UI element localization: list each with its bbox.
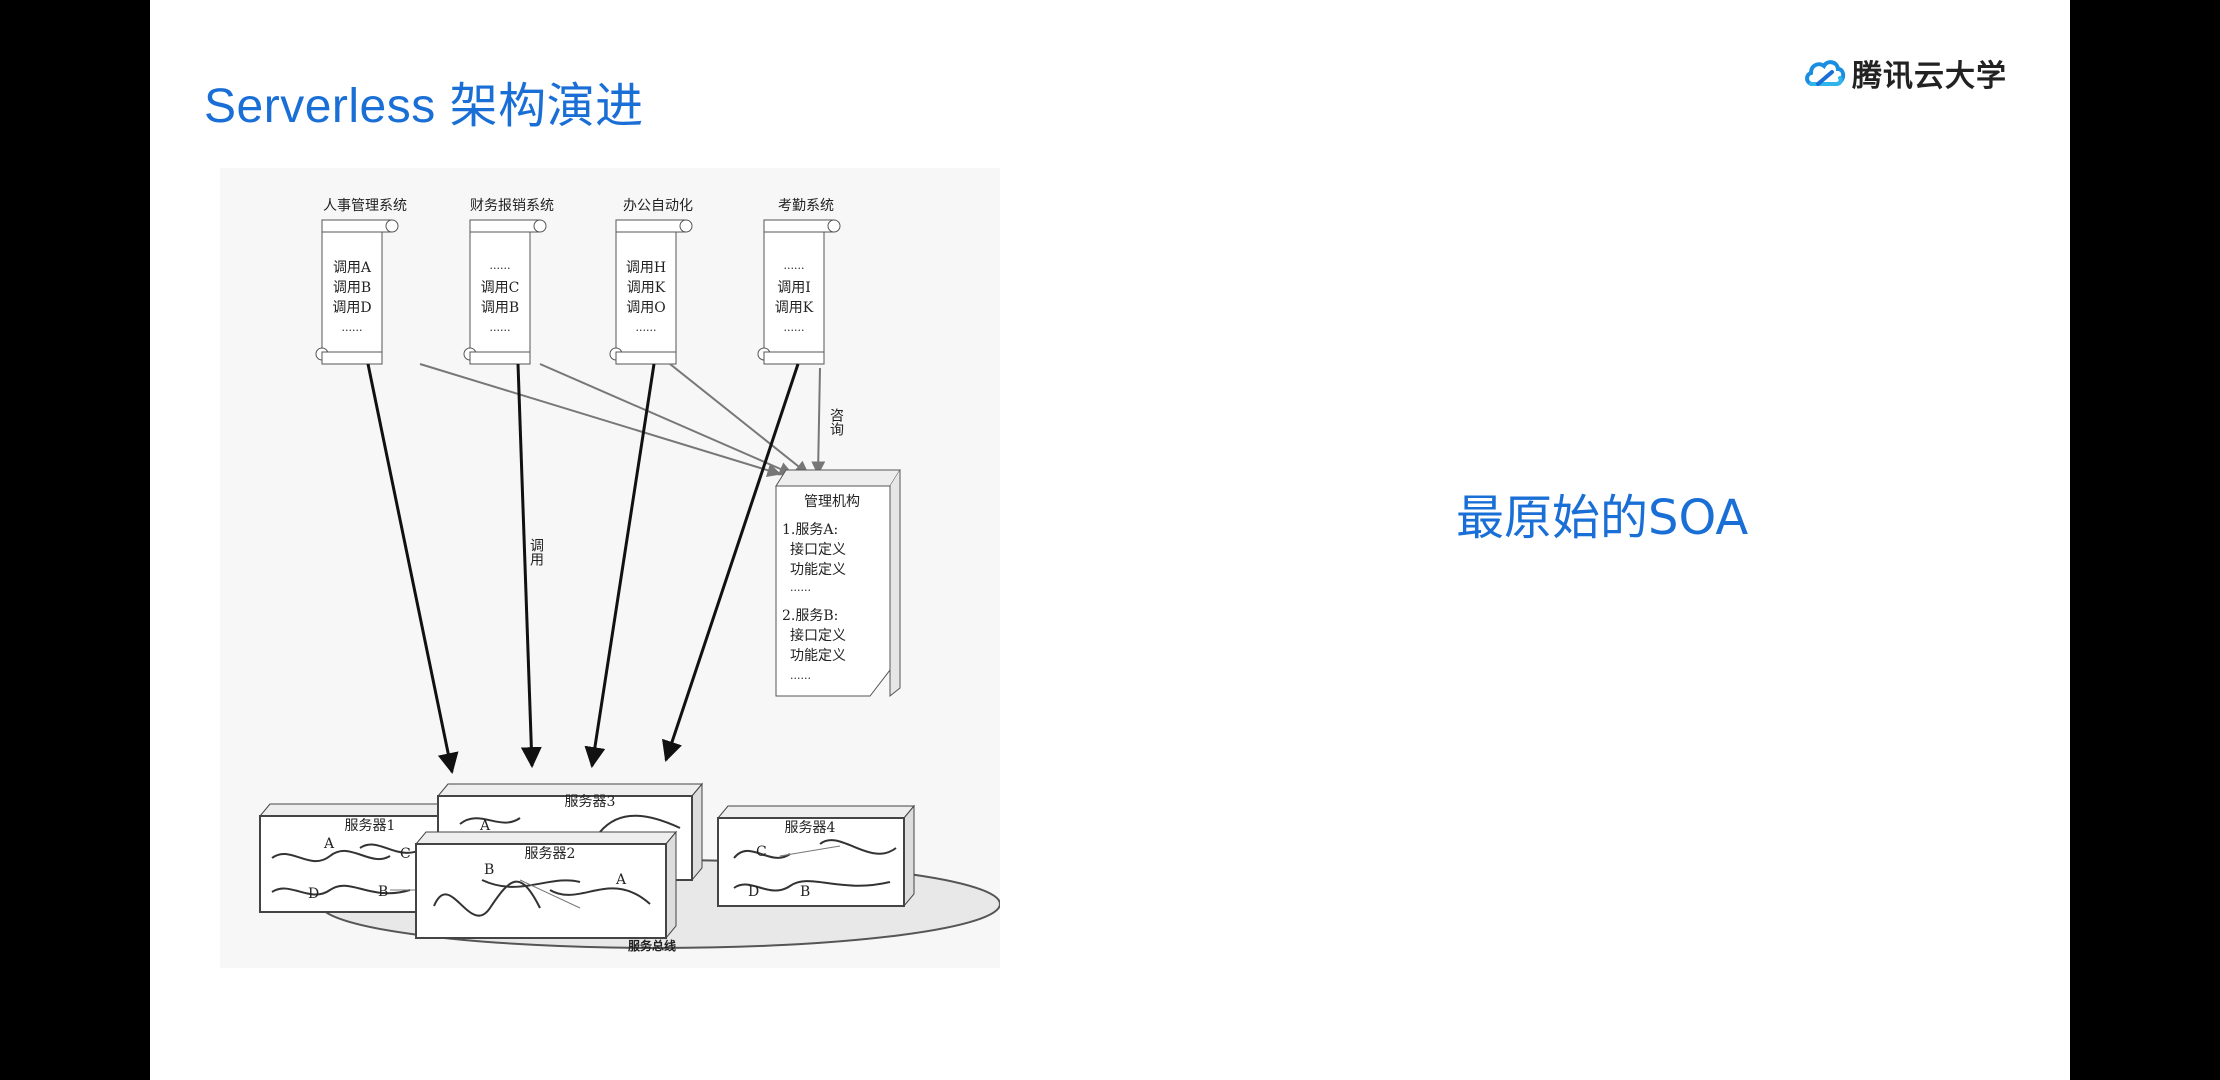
system-scroll-attendance <box>757 219 841 365</box>
query-arrows <box>419 363 826 478</box>
server-name: 服务器1 <box>345 818 396 834</box>
system-line: ······ <box>342 324 363 337</box>
registry-line: 1.服务A: <box>782 522 838 538</box>
registry-line: ······ <box>790 672 811 685</box>
server-name: 服务器2 <box>525 846 576 862</box>
slide-title: Serverless 架构演进 <box>204 80 644 133</box>
slide: Serverless 架构演进 腾讯云大学 人事管理系统 财务报销系统 办公自动… <box>150 0 2070 1080</box>
system-line: 调用B <box>333 280 371 296</box>
logo-text: 腾讯云大学 <box>1852 59 2007 94</box>
service-mark: C <box>400 846 411 862</box>
system-line: 调用H <box>626 260 666 276</box>
registry-line: 接口定义 <box>790 541 846 558</box>
server-name: 服务器3 <box>565 794 616 810</box>
system-line: 调用K <box>627 280 666 296</box>
service-bus-label: 服务总线 <box>628 938 676 953</box>
server-4 <box>716 804 916 908</box>
system-label-finance: 财务报销系统 <box>470 198 554 214</box>
registry-title: 管理机构 <box>804 494 860 510</box>
query-label: 咨询 <box>828 408 844 437</box>
system-scroll-oa <box>609 219 693 365</box>
system-label-attendance: 考勤系统 <box>778 198 834 214</box>
system-line: ······ <box>784 262 805 275</box>
registry-line: 功能定义 <box>790 648 846 664</box>
registry-line: 2.服务B: <box>782 608 838 624</box>
call-arrows <box>366 363 800 775</box>
registry-line: 接口定义 <box>790 627 846 644</box>
system-line: 调用B <box>481 300 519 316</box>
service-mark: A <box>615 872 627 888</box>
service-mark: A <box>323 836 335 852</box>
cloud-icon <box>1805 60 1846 86</box>
service-mark: C <box>756 844 767 860</box>
soa-diagram: 人事管理系统 财务报销系统 办公自动化 考勤系统 调用A 调用B 调用D ···… <box>220 168 1000 968</box>
system-line: 调用A <box>333 260 372 276</box>
system-line: 调用K <box>775 300 814 316</box>
registry-document <box>775 469 901 698</box>
system-line: 调用O <box>626 300 665 316</box>
registry-line: ······ <box>790 584 811 597</box>
service-mark: A <box>479 818 491 834</box>
system-scroll-finance <box>463 219 547 365</box>
system-label-hr: 人事管理系统 <box>323 198 407 214</box>
system-label-oa: 办公自动化 <box>623 198 693 214</box>
system-line: ······ <box>490 262 511 275</box>
system-line: 调用C <box>481 280 520 296</box>
service-mark: B <box>484 862 494 878</box>
service-mark: D <box>308 886 319 902</box>
system-line: ······ <box>490 324 511 337</box>
caption: 最原始的SOA <box>1456 490 1749 546</box>
system-line: ······ <box>636 324 657 337</box>
logo: 腾讯云大学 <box>1802 52 2007 94</box>
server-name: 服务器4 <box>785 820 836 836</box>
system-line: 调用D <box>332 300 371 316</box>
system-scroll-hr <box>315 219 399 365</box>
system-line: 调用I <box>777 280 811 296</box>
call-label: 调用 <box>528 538 544 567</box>
system-line: ······ <box>784 324 805 337</box>
service-mark: D <box>748 884 759 900</box>
service-mark: B <box>378 884 388 900</box>
server-2 <box>414 830 678 940</box>
service-mark: B <box>800 884 810 900</box>
registry-line: 功能定义 <box>790 562 846 578</box>
